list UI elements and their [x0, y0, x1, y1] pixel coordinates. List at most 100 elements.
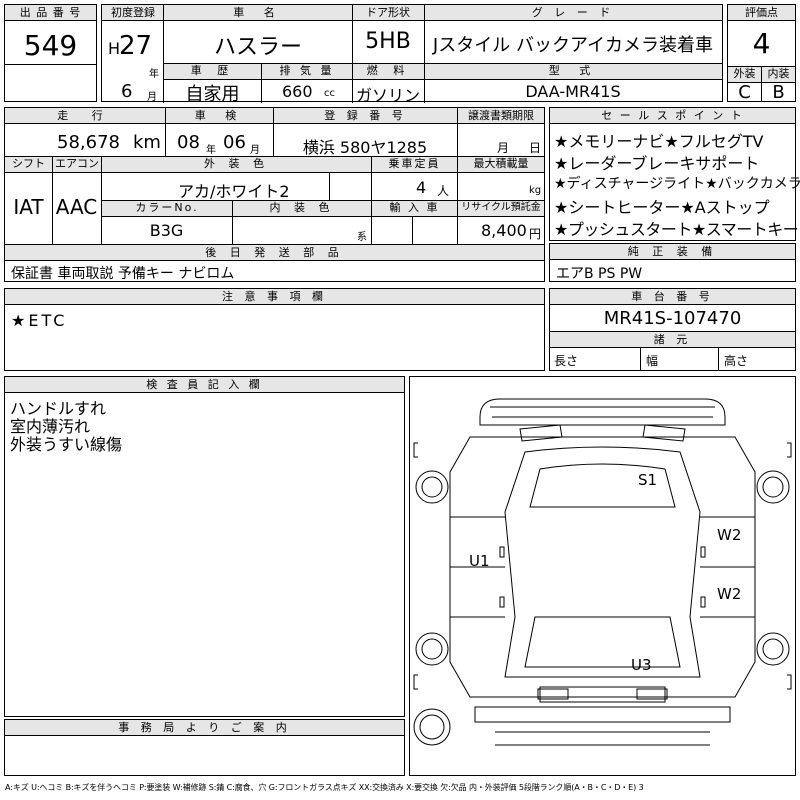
model-label: 型 式: [425, 64, 722, 79]
sales-point: ★シートヒーター★Aストップ: [554, 198, 770, 217]
chassis-box: 車 台 番 号 MR41S-107470 諸 元 長さ 幅 高さ: [549, 288, 796, 371]
height-label: 高さ: [724, 354, 749, 368]
interior-grade: B: [772, 82, 785, 103]
transfer-day-unit: 日: [529, 141, 542, 155]
fuel: ガソリン: [355, 86, 420, 105]
parts-value: 保証書 車両取説 予備キー ナビロム: [11, 266, 235, 282]
inspector-box: 検 査 員 記 入 欄 ハンドルすれ 室内薄汚れ 外装うすい線傷: [4, 376, 405, 717]
car-name: ハスラー: [213, 35, 302, 60]
mileage: 58,678: [57, 132, 120, 153]
damage-mark-u3: U3: [631, 656, 652, 674]
notes-box: 注 意 事 項 欄 ★ETC: [4, 288, 545, 371]
plate-number: 横浜 580ヤ1285: [302, 138, 428, 157]
inspector-note: ハンドルすれ: [10, 399, 107, 418]
color-no: B3G: [149, 221, 184, 240]
displacement: 660: [282, 82, 313, 101]
interior-label: 内装: [762, 67, 795, 82]
inspection-label: 車 検: [166, 109, 273, 123]
recycle-fee: 8,400: [481, 221, 527, 240]
inspection-month: 06: [223, 132, 246, 153]
exterior-label: 外装: [728, 67, 761, 82]
exterior-grade: C: [738, 82, 751, 103]
sales-points-box: セ ー ル ス ポ イ ン ト ★メモリーナビ★フルセグTV ★レーダーブレーキ…: [549, 107, 800, 241]
vehicle-details-box: 走 行 車 検 登 録 番 号 譲渡書類期限 58,678 km 08 年 06…: [4, 107, 545, 282]
ac: AAC: [55, 195, 98, 219]
transfer-month-unit: 月: [497, 141, 510, 155]
capacity-unit: 人: [437, 184, 450, 198]
first-reg-label: 初度登録: [102, 6, 164, 20]
history: 自家用: [185, 84, 240, 105]
legend: A:キズ U:ヘコミ B:キズを伴うヘコミ P:要塗装 W:補修跡 S:錆 C:…: [5, 783, 644, 792]
sales-point: ★ディスチャージライト★バックカメラ: [554, 176, 800, 192]
inspection-year-unit: 年: [206, 145, 216, 156]
equipment-value: エアB PS PW: [556, 266, 643, 282]
inspector-label: 検 査 員 記 入 欄: [5, 377, 404, 393]
shift: IAT: [13, 195, 44, 219]
recycle-unit: 円: [529, 227, 542, 241]
displacement-unit: cc: [324, 88, 335, 99]
length-label: 長さ: [554, 354, 579, 368]
lot-number: 549: [23, 29, 78, 62]
score-label: 評価点: [728, 5, 795, 21]
dims-label: 諸 元: [550, 332, 795, 348]
notes-label: 注 意 事 項 欄: [5, 289, 544, 305]
damage-mark-u1: U1: [469, 552, 490, 570]
lot-box: 出 品 番 号 549: [4, 4, 97, 102]
vehicle-header-box: 初度登録 車 名 ドア形状 グ レ ー ド H 27 年 6 月 ハスラー 5H…: [101, 4, 723, 105]
score-box: 評価点 4 外装 内装 C B: [727, 4, 796, 103]
inspection-month-unit: 月: [250, 145, 260, 156]
color-label: 外 装 色: [102, 157, 371, 172]
import-label: 輸 入 車: [372, 201, 457, 216]
recycle-label: リサイクル預託金: [458, 201, 544, 216]
damage-mark-w2-front: W2: [717, 526, 742, 544]
damage-mark-s1: S1: [638, 471, 658, 489]
shift-label: シフト: [5, 157, 52, 172]
grade: Jスタイル バックアイカメラ装着車: [432, 35, 714, 56]
plate-label: 登 録 番 号: [274, 109, 457, 123]
capacity: 4: [416, 178, 427, 197]
transfer-label: 譲渡書類期限: [458, 109, 544, 123]
chassis-label: 車 台 番 号: [550, 289, 795, 305]
history-label: 車 歴: [164, 64, 261, 79]
notes-value: ★ETC: [11, 311, 68, 330]
ac-label: エアコン: [53, 157, 101, 172]
capacity-label: 乗車定員: [372, 157, 457, 172]
load-unit: kg: [529, 185, 542, 196]
office-box: 事 務 局 よ り ご 案 内: [4, 719, 405, 776]
door-type: 5HB: [365, 29, 411, 54]
interior-color-label: 内 装 色: [233, 201, 371, 216]
load-label: 最大積載量: [458, 157, 544, 172]
grade-label: グ レ ー ド: [424, 6, 722, 20]
equipment-box: 純 正 装 備 エアB PS PW: [549, 243, 796, 282]
first-reg-month: 6: [121, 81, 133, 102]
car-outline: [413, 398, 792, 746]
chassis-number: MR41S-107470: [603, 308, 742, 329]
sales-point: ★メモリーナビ★フルセグTV: [554, 132, 764, 151]
mileage-unit: km: [133, 132, 161, 153]
lot-label: 出 品 番 号: [5, 5, 96, 21]
year-unit: 年: [149, 69, 159, 80]
month-unit: 月: [147, 92, 157, 103]
car-name-label: 車 名: [164, 6, 352, 20]
inspector-note: 室内薄汚れ: [10, 417, 91, 436]
score: 4: [752, 27, 771, 60]
inspector-note: 外装うすい線傷: [10, 435, 123, 454]
equipment-label: 純 正 装 備: [550, 244, 795, 260]
displacement-label: 排 気 量: [262, 64, 352, 79]
car-damage-diagram: S1 U1 W2 W2 U3: [409, 376, 796, 776]
first-reg-year: 27: [119, 31, 153, 61]
office-label: 事 務 局 よ り ご 案 内: [5, 720, 404, 736]
era: H: [108, 39, 121, 58]
inspection-year: 08: [177, 132, 200, 153]
width-label: 幅: [646, 354, 659, 368]
parts-label: 後 日 発 送 部 品: [5, 245, 544, 261]
exterior-color: アカ/ホワイト2: [178, 182, 290, 201]
fuel-label: 燃 料: [353, 64, 424, 79]
sales-points-label: セ ー ル ス ポ イ ン ト: [550, 108, 795, 124]
door-label: ドア形状: [352, 6, 424, 20]
sales-point: ★レーダーブレーキサポート: [554, 154, 760, 173]
model: DAA-MR41S: [525, 82, 621, 101]
mileage-label: 走 行: [5, 109, 165, 123]
interior-color-unit: 系: [357, 232, 367, 243]
sales-point: ★プッシュスタート★スマートキー: [554, 220, 799, 239]
